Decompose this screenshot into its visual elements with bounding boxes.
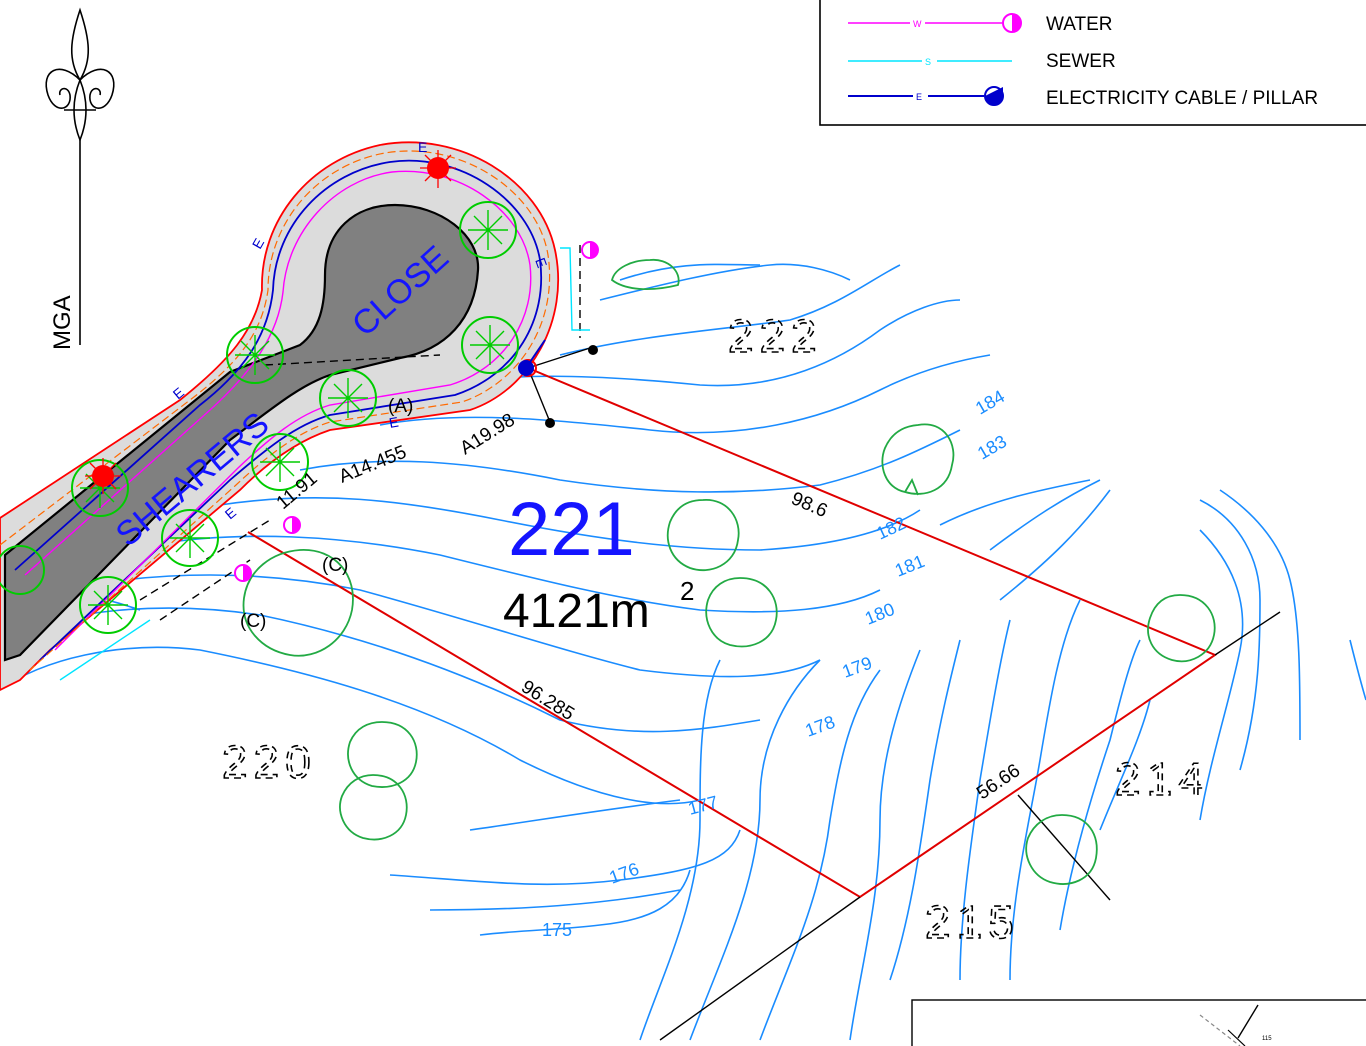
svg-text:W: W — [913, 19, 922, 29]
dim-56-66: 56.66 — [973, 760, 1024, 804]
svg-text:E: E — [222, 504, 239, 522]
survey-peg-icon — [545, 418, 555, 428]
inset-lot-label: 115 — [1262, 1036, 1272, 1042]
dim-98-6: 98.6 — [788, 488, 830, 522]
water-meter-icon — [234, 241, 599, 582]
svg-text:E: E — [418, 139, 427, 155]
contour-label-182: 182 — [873, 513, 909, 544]
road-verge — [0, 141, 560, 692]
svg-text:S: S — [925, 57, 931, 67]
note-c-2: (C) — [240, 611, 266, 632]
contour-label-180: 180 — [862, 599, 897, 629]
note-c-1: (C) — [322, 555, 348, 576]
lot-area: 4121m — [503, 585, 650, 638]
svg-text:E: E — [249, 235, 268, 251]
contour-label-178: 178 — [803, 712, 838, 741]
neighbour-lot-222: 222 — [728, 310, 823, 362]
neighbour-lot-215: 215 — [925, 896, 1020, 948]
contour-label-176: 176 — [607, 859, 642, 888]
legend-sewer-label: SEWER — [1046, 51, 1116, 72]
electricity-pillar-icon — [518, 339, 546, 376]
contour-label-175: 175 — [542, 920, 572, 940]
inset-map: 115 — [911, 999, 1366, 1046]
lot-number: 221 — [508, 487, 635, 572]
neighbour-lot-220: 220 — [222, 736, 317, 788]
legend-water-label: WATER — [1046, 14, 1113, 35]
water-main — [24, 170, 532, 651]
north-arrow-icon — [45, 7, 115, 345]
legend-sewer-symbol: S — [848, 57, 1012, 67]
contour-label-179: 179 — [840, 653, 875, 682]
legend-water-symbol: W — [848, 13, 1022, 33]
dim-96-285: 96.285 — [517, 676, 577, 725]
road-pavement — [3, 203, 480, 662]
street-light-icon — [85, 458, 121, 494]
contour-label-183: 183 — [974, 431, 1010, 463]
note-a: (A) — [388, 396, 413, 417]
lot-area-unit-superscript: 2 — [680, 576, 694, 606]
street-light-icon — [420, 150, 456, 188]
adjacent-lot-lines — [139, 245, 1281, 1041]
svg-text:E: E — [388, 414, 400, 431]
dim-arc-14-455: A14.455 — [336, 442, 410, 488]
contour-label-181: 181 — [892, 551, 927, 581]
legend-electricity-symbol: E — [848, 86, 1004, 106]
north-label: MGA — [49, 295, 76, 350]
legend: W WATER S SEWER E ELECTRICITY CABLE / PI… — [819, 0, 1366, 126]
survey-peg-icon — [588, 345, 598, 355]
legend-electricity-label: ELECTRICITY CABLE / PILLAR — [1046, 88, 1318, 109]
neighbour-lot-214: 214 — [1115, 753, 1210, 805]
gas-line — [0, 150, 551, 671]
lot-221-boundary — [247, 367, 1218, 899]
sewer-line-icon — [59, 247, 590, 681]
contour-label-184: 184 — [972, 386, 1008, 418]
tree-icons — [0, 201, 1216, 885]
svg-text:E: E — [916, 92, 922, 102]
